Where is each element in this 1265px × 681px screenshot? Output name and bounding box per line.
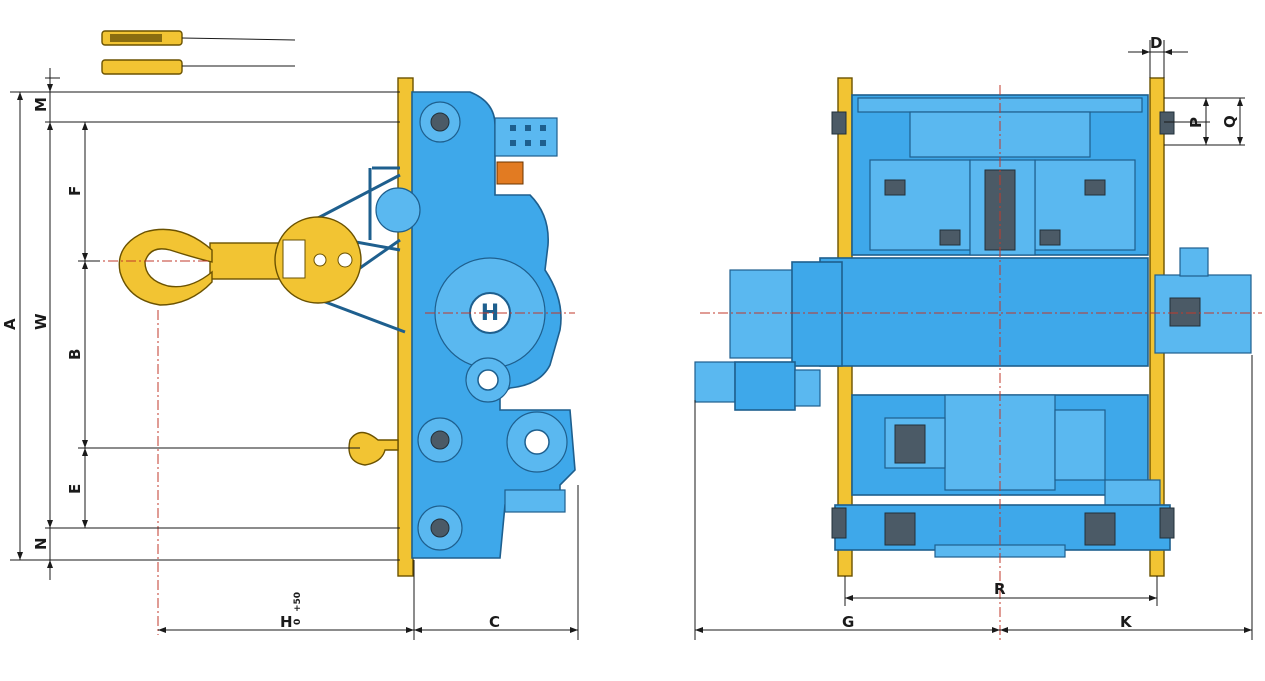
dim-label-q: Q: [1221, 115, 1239, 128]
front-view: [694, 77, 1262, 640]
front-drum: [819, 257, 1149, 367]
dim-label-n: N: [32, 537, 50, 550]
dim-label-h: H: [280, 613, 293, 631]
side-dimension-lines: [10, 68, 579, 640]
dim-label-e: E: [66, 484, 84, 494]
dim-label-p: P: [1187, 117, 1205, 128]
hoist-motor-left: [729, 269, 796, 359]
dim-label-d: D: [1150, 34, 1162, 52]
dim-label-g: G: [842, 613, 854, 631]
front-dimension-lines: [694, 40, 1253, 640]
dim-label-f: F: [66, 186, 84, 196]
dim-label-k: K: [1120, 613, 1133, 631]
dim-label-r: R: [994, 580, 1006, 598]
dim-label-b: B: [66, 349, 84, 360]
dim-label-a: A: [1, 318, 19, 330]
hook-block: [118, 216, 362, 306]
svg-text:H: H: [481, 301, 499, 326]
pendant-control-bottom: [101, 59, 295, 75]
side-rail: [397, 77, 414, 577]
main-hook: [118, 228, 213, 306]
small-hook: [348, 431, 399, 466]
electrics-box: [494, 117, 558, 157]
pendant-control-top: [101, 30, 296, 46]
dim-label-m: M: [32, 97, 50, 112]
limit-switch: [496, 161, 524, 185]
side-view: H: [90, 77, 576, 635]
hoist-motor-right: [1154, 274, 1252, 354]
dim-label-c: C: [489, 613, 500, 631]
dim-label-h-tolerance: +50: [293, 592, 303, 612]
dim-label-w: W: [32, 313, 50, 330]
dim-label-h-tolerance-lower: 0: [293, 619, 303, 625]
